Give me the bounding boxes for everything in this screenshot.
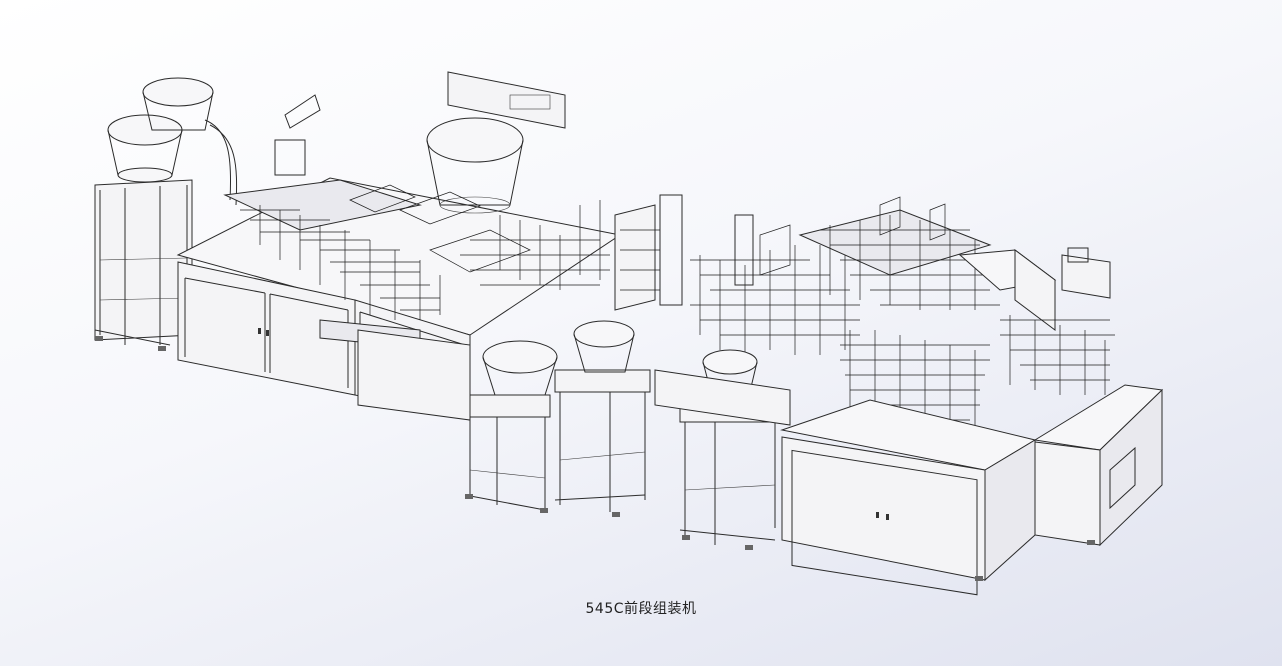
lower-feeder-stand-1 xyxy=(464,340,558,511)
leveling-feet xyxy=(95,336,1095,581)
center-mechanism xyxy=(614,194,860,355)
lower-feeder-stand-2 xyxy=(554,320,651,512)
drawing-caption: 545C前段组装机 xyxy=(585,601,697,617)
left-feeder-stand xyxy=(94,77,238,346)
center-bowl-feeder xyxy=(426,71,566,214)
right-cabinet xyxy=(780,384,1164,596)
right-mechanism xyxy=(798,196,1115,445)
center-cabinet xyxy=(357,329,791,426)
